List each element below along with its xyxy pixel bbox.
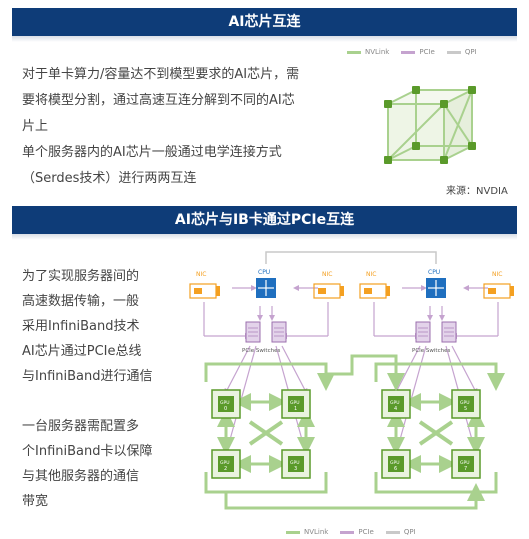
legend-item-nvlink: NVLink: [286, 528, 328, 536]
pcie-links-left: [203, 285, 329, 455]
gpu-label: GPU: [290, 400, 300, 406]
legend-bottom: NVLink PCIe QPI: [286, 528, 428, 536]
gpu-label: GPU: [220, 400, 230, 406]
gpu-label: GPU: [390, 460, 400, 466]
source-note: 来源：NVDIA: [446, 186, 508, 197]
nic-right-2: NIC: [483, 271, 514, 299]
gpu-number: 5: [464, 406, 467, 412]
pcie-swatch: [340, 530, 355, 534]
gpu-label: GPU: [390, 400, 400, 406]
gpu-5: GPU 5: [451, 389, 481, 419]
server-topology-diagram: NIC NIC CPU PCIe Switches: [189, 251, 514, 510]
text-line: 片上: [22, 119, 49, 134]
text-line: （Serdes技术）进行两两互连: [22, 171, 197, 186]
section-title-pcie-interconnect: AI芯片与IB卡通过PCIe互连: [12, 206, 517, 234]
gpu-number: 0: [224, 406, 227, 412]
gpu-label: GPU: [290, 460, 300, 466]
switch-label: PCIe Switches: [242, 348, 280, 354]
gpu-7: GPU 7: [451, 449, 481, 479]
legend-top: NVLink PCIe QPI: [347, 48, 489, 56]
gpu-label: GPU: [220, 460, 230, 466]
nic-label: NIC: [366, 271, 376, 278]
nvlink-swatch: [347, 50, 361, 54]
legend-label: PCIe: [358, 528, 374, 536]
section2-text: 为了实现服务器间的 高速数据传输，一般 采用InfiniBand技术 AI芯片通…: [22, 264, 172, 514]
nic-left-1: NIC: [189, 271, 220, 299]
pcie-swatch: [401, 50, 416, 54]
legend-item-qpi: QPI: [446, 48, 477, 56]
legend-item-qpi: QPI: [385, 528, 416, 536]
cpu-label: CPU: [258, 269, 270, 276]
text-line: 单个服务器内的AI芯片一般通过电学连接方式: [22, 145, 282, 160]
text-line: 对于单卡算力/容量达不到模型要求的AI芯片，需: [22, 67, 300, 82]
legend-label: NVLink: [304, 528, 329, 536]
text-line-spacer: [22, 389, 172, 414]
text-line: 采用InfiniBand技术: [22, 319, 140, 334]
qpi-swatch: [446, 50, 461, 54]
legend-label: QPI: [403, 528, 416, 536]
text-line: 要将模型分割，通过高速互连分解到不同的AI芯: [22, 93, 295, 108]
gpu-label: GPU: [460, 400, 470, 406]
switch-label: PCIe Switches: [412, 348, 450, 354]
gpu-number: 4: [394, 406, 397, 412]
text-line: 高速数据传输，一般: [22, 294, 140, 309]
nic-label: NIC: [322, 271, 332, 278]
nvlink-swatch: [286, 530, 300, 534]
gpu-number: 3: [294, 466, 297, 472]
pcie-switch-right: PCIe Switches: [412, 321, 457, 354]
gpu-number: 1: [294, 406, 297, 412]
gpu-0: GPU 0: [211, 389, 241, 419]
legend-item-pcie: PCIe: [340, 528, 374, 536]
section-title-chip-interconnect: AI芯片互连: [12, 8, 517, 36]
gpu-number: 7: [464, 466, 467, 472]
nic-label: NIC: [492, 271, 502, 278]
nvlink-bridges: [224, 354, 485, 510]
pcie-switch-left: PCIe Switches: [242, 321, 287, 354]
text-line: 与InfiniBand进行通信: [22, 369, 153, 384]
band-shadow: [12, 36, 517, 42]
nvlink-left: [204, 362, 335, 494]
cpu-label: CPU: [428, 269, 440, 276]
legend-item-nvlink: NVLink: [347, 48, 389, 56]
qpi-swatch: [385, 530, 400, 534]
legend-label: PCIe: [419, 48, 435, 56]
gpu-number: 2: [224, 466, 227, 472]
text-line: 为了实现服务器间的: [22, 269, 140, 284]
legend-item-pcie: PCIe: [401, 48, 435, 56]
qpi-link: [265, 251, 437, 264]
legend-label: QPI: [464, 48, 477, 56]
gpu-number: 6: [394, 466, 397, 472]
band-shadow: [12, 234, 517, 240]
gpu-4: GPU 4: [381, 389, 411, 419]
nic-left-2: NIC: [313, 271, 344, 299]
section1-text: 对于单卡算力/容量达不到模型要求的AI芯片，需 要将模型分割，通过高速互连分解到…: [22, 62, 332, 192]
gpu-1: GPU 1: [281, 389, 311, 419]
pcie-links-right: [373, 285, 499, 455]
gpu-2: GPU 2: [211, 449, 241, 479]
gpu-3: GPU 3: [281, 449, 311, 479]
gpu-label: GPU: [460, 460, 470, 466]
gpu-6: GPU 6: [381, 449, 411, 479]
legend-label: NVLink: [365, 48, 390, 56]
nic-right-1: NIC: [359, 271, 390, 299]
nvlink-right: [374, 362, 505, 494]
nic-label: NIC: [196, 271, 206, 278]
text-line: AI芯片通过PCIe总线: [22, 344, 142, 359]
text-line: 一台服务器需配置多: [22, 419, 140, 434]
text-line: 个InfiniBand卡以保障: [22, 444, 153, 459]
cpu-right: CPU: [426, 269, 446, 298]
text-line: 与其他服务器的通信: [22, 469, 140, 484]
text-line: 带宽: [22, 494, 49, 509]
cube-topology-diagram: [384, 86, 476, 164]
cpu-left: CPU: [256, 269, 276, 298]
